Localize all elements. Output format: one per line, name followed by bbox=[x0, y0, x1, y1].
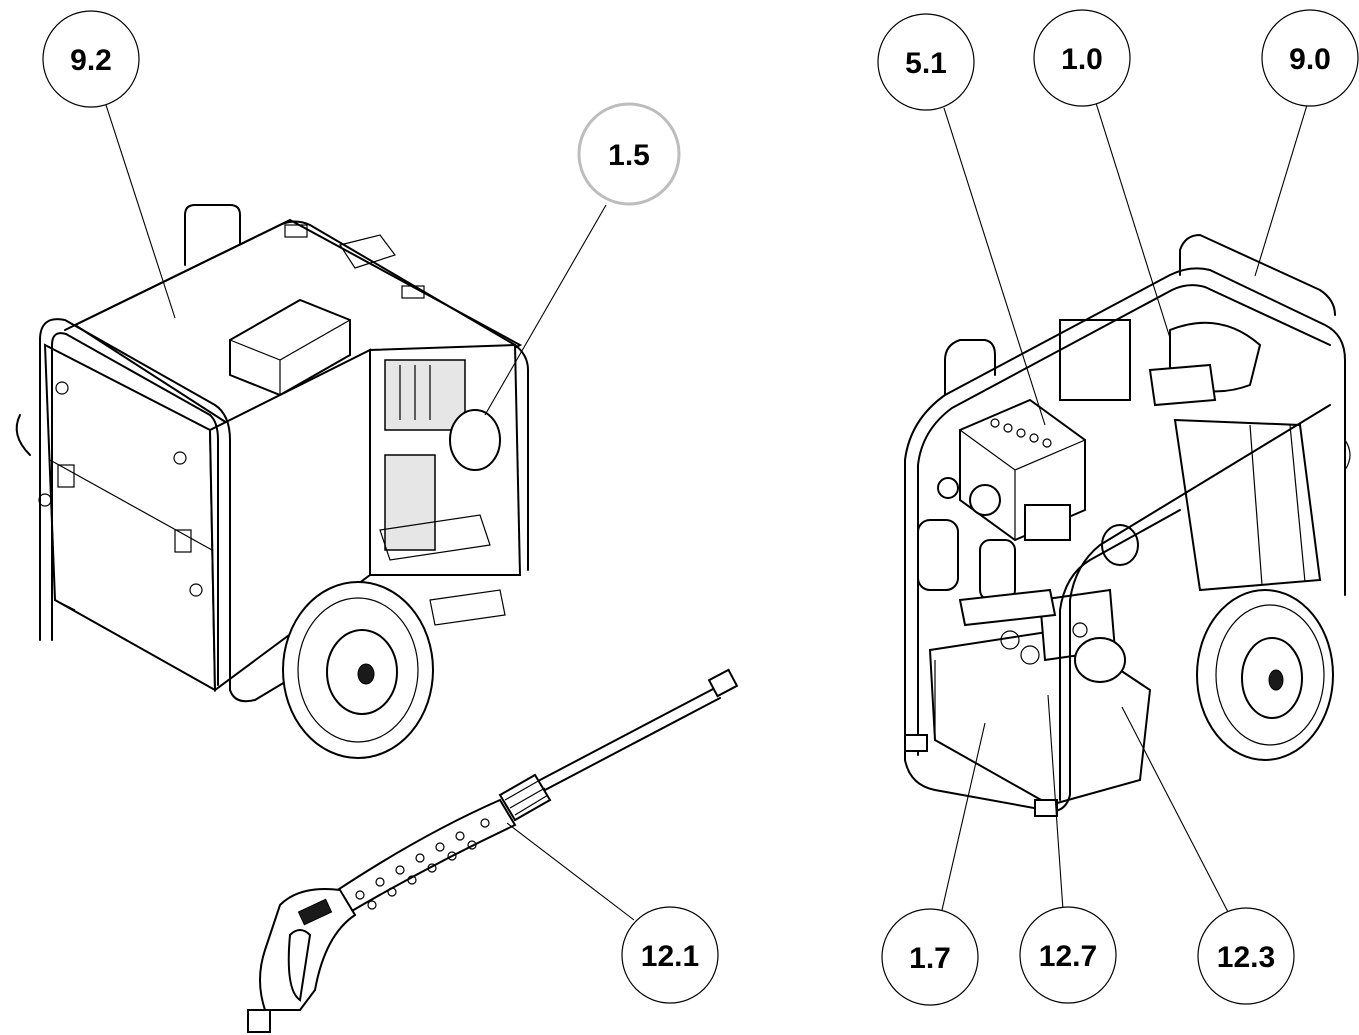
left-machine-drawing bbox=[15, 204, 529, 759]
callout-12-1[interactable]: 12.1 bbox=[621, 906, 719, 1004]
callout-label: 1.7 bbox=[909, 942, 951, 975]
callout-9-2[interactable]: 9.2 bbox=[42, 10, 140, 108]
leader-1-0 bbox=[1095, 102, 1171, 339]
callout-1-0[interactable]: 1.0 bbox=[1033, 9, 1131, 107]
spray-gun-drawing bbox=[247, 668, 739, 1033]
leader-1-5 bbox=[484, 204, 607, 416]
callout-label: 12.3 bbox=[1217, 941, 1275, 974]
callout-label: 12.1 bbox=[641, 940, 699, 973]
callout-9-0[interactable]: 9.0 bbox=[1261, 9, 1359, 107]
callout-1-5[interactable]: 1.5 bbox=[577, 102, 681, 206]
leader-9-2 bbox=[105, 104, 176, 319]
leader-lines bbox=[105, 102, 1308, 921]
callout-label: 12.7 bbox=[1039, 940, 1097, 973]
callout-5-1[interactable]: 5.1 bbox=[877, 13, 975, 111]
callout-label: 9.0 bbox=[1289, 43, 1331, 76]
leader-12-3 bbox=[1121, 706, 1229, 913]
callout-label: 1.0 bbox=[1061, 43, 1103, 76]
right-machine-drawing bbox=[904, 234, 1351, 817]
callout-label: 1.5 bbox=[608, 139, 650, 172]
leader-5-1 bbox=[943, 107, 1046, 426]
leader-9-0 bbox=[1254, 104, 1308, 277]
callout-label: 9.2 bbox=[70, 44, 112, 77]
leader-1-7 bbox=[941, 722, 986, 911]
callout-label: 5.1 bbox=[905, 47, 947, 80]
leader-12-1 bbox=[506, 822, 635, 921]
callout-12-7[interactable]: 12.7 bbox=[1019, 906, 1117, 1004]
leader-12-7 bbox=[1047, 694, 1064, 911]
callout-1-7[interactable]: 1.7 bbox=[881, 908, 979, 1006]
callout-12-3[interactable]: 12.3 bbox=[1197, 907, 1295, 1005]
